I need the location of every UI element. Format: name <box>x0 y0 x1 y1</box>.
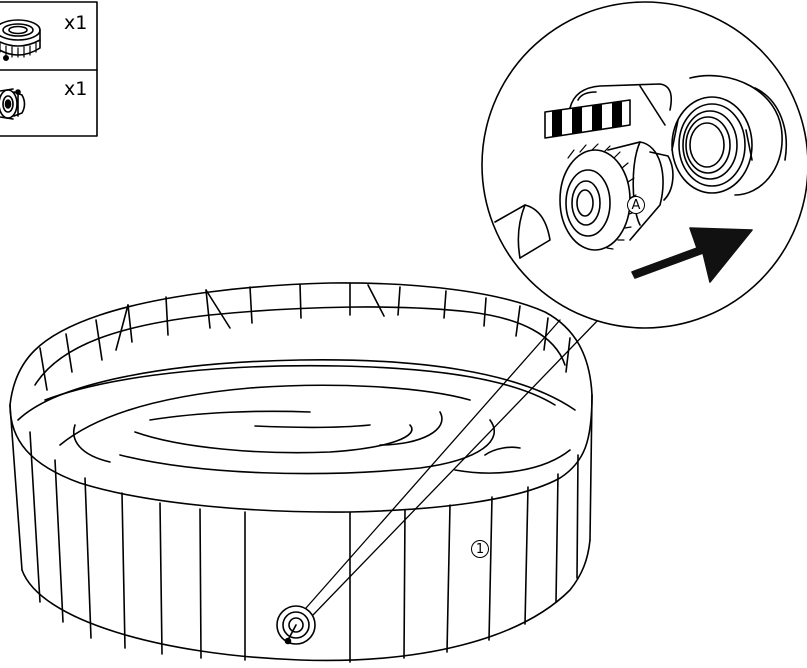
parts-list-box <box>0 1 98 137</box>
inflatable-pool <box>9 282 593 663</box>
detail-magnifier <box>481 1 807 329</box>
part-quantity-2: x1 <box>64 78 88 100</box>
push-arrow-icon <box>631 227 753 283</box>
pool-valve-icon <box>276 605 316 645</box>
leader-lines <box>305 317 601 616</box>
wall-port-icon <box>671 74 787 196</box>
part-quantity-1: x1 <box>64 12 88 34</box>
lock-nut-icon <box>0 19 41 61</box>
valve-connector-icon <box>0 88 26 120</box>
callout-a: A <box>627 196 645 214</box>
clamp-bracket-icon <box>544 83 673 139</box>
callout-1: 1 <box>471 540 489 558</box>
